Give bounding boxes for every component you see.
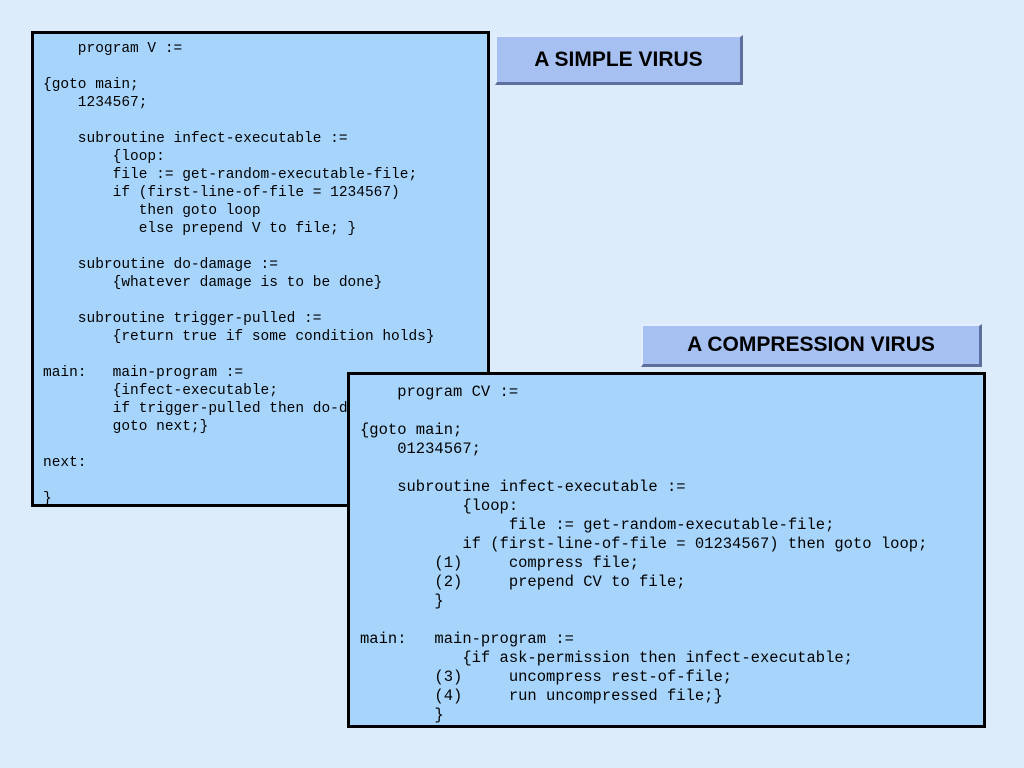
code-line: program V := [43, 41, 183, 57]
code-line: {return true if some condition holds} [43, 329, 435, 345]
code-line: if (first-line-of-file = 01234567) then … [360, 535, 928, 553]
code-line: else prepend V to file; } [43, 221, 357, 237]
code-line [350, 402, 983, 421]
code-line: {whatever damage is to be done} [43, 275, 383, 291]
code-line: {loop: [360, 497, 519, 515]
code-line: (2) prepend CV to file; [360, 573, 686, 591]
code-line: } [43, 491, 52, 507]
code-line [34, 238, 487, 256]
code-line: } [360, 706, 444, 724]
code-line: (1) compress file; [360, 554, 640, 572]
code-line: subroutine do-damage := [43, 257, 278, 273]
code-line: then goto loop [43, 203, 261, 219]
code-line: {loop: [43, 149, 165, 165]
code-line [350, 611, 983, 630]
code-line: if (first-line-of-file = 1234567) [43, 185, 400, 201]
code-line [34, 346, 487, 364]
code-line [350, 459, 983, 478]
code-line: {goto main; [43, 77, 139, 93]
code-line: {infect-executable; [43, 383, 278, 399]
code-line: goto next;} [43, 419, 209, 435]
code-line: file := get-random-executable-file; [43, 167, 418, 183]
code-line: main: main-program := [43, 365, 244, 381]
code-line: main: main-program := [360, 630, 574, 648]
code-line: subroutine trigger-pulled := [43, 311, 322, 327]
code-line: next: [43, 455, 87, 471]
code-line [34, 292, 487, 310]
code-line: } [360, 592, 444, 610]
simple-virus-title: A SIMPLE VIRUS [495, 35, 743, 85]
code-line: program CV := [360, 383, 519, 401]
code-line: (3) uncompress rest-of-file; [360, 668, 733, 686]
code-line: {goto main; [360, 421, 463, 439]
code-line [34, 58, 487, 76]
code-line: subroutine infect-executable := [43, 131, 348, 147]
code-line: subroutine infect-executable := [360, 478, 686, 496]
compression-virus-code-panel: program CV := {goto main; 01234567; subr… [347, 372, 986, 728]
code-line: {if ask-permission then infect-executabl… [360, 649, 853, 667]
code-line: 01234567; [360, 440, 481, 458]
code-line: 1234567; [43, 95, 148, 111]
code-line [34, 112, 487, 130]
code-line: file := get-random-executable-file; [360, 516, 835, 534]
simple-virus-code-panel: program V := {goto main; 1234567; subrou… [31, 31, 490, 507]
code-line: (4) run uncompressed file;} [360, 687, 723, 705]
compression-virus-title: A COMPRESSION VIRUS [641, 324, 982, 367]
